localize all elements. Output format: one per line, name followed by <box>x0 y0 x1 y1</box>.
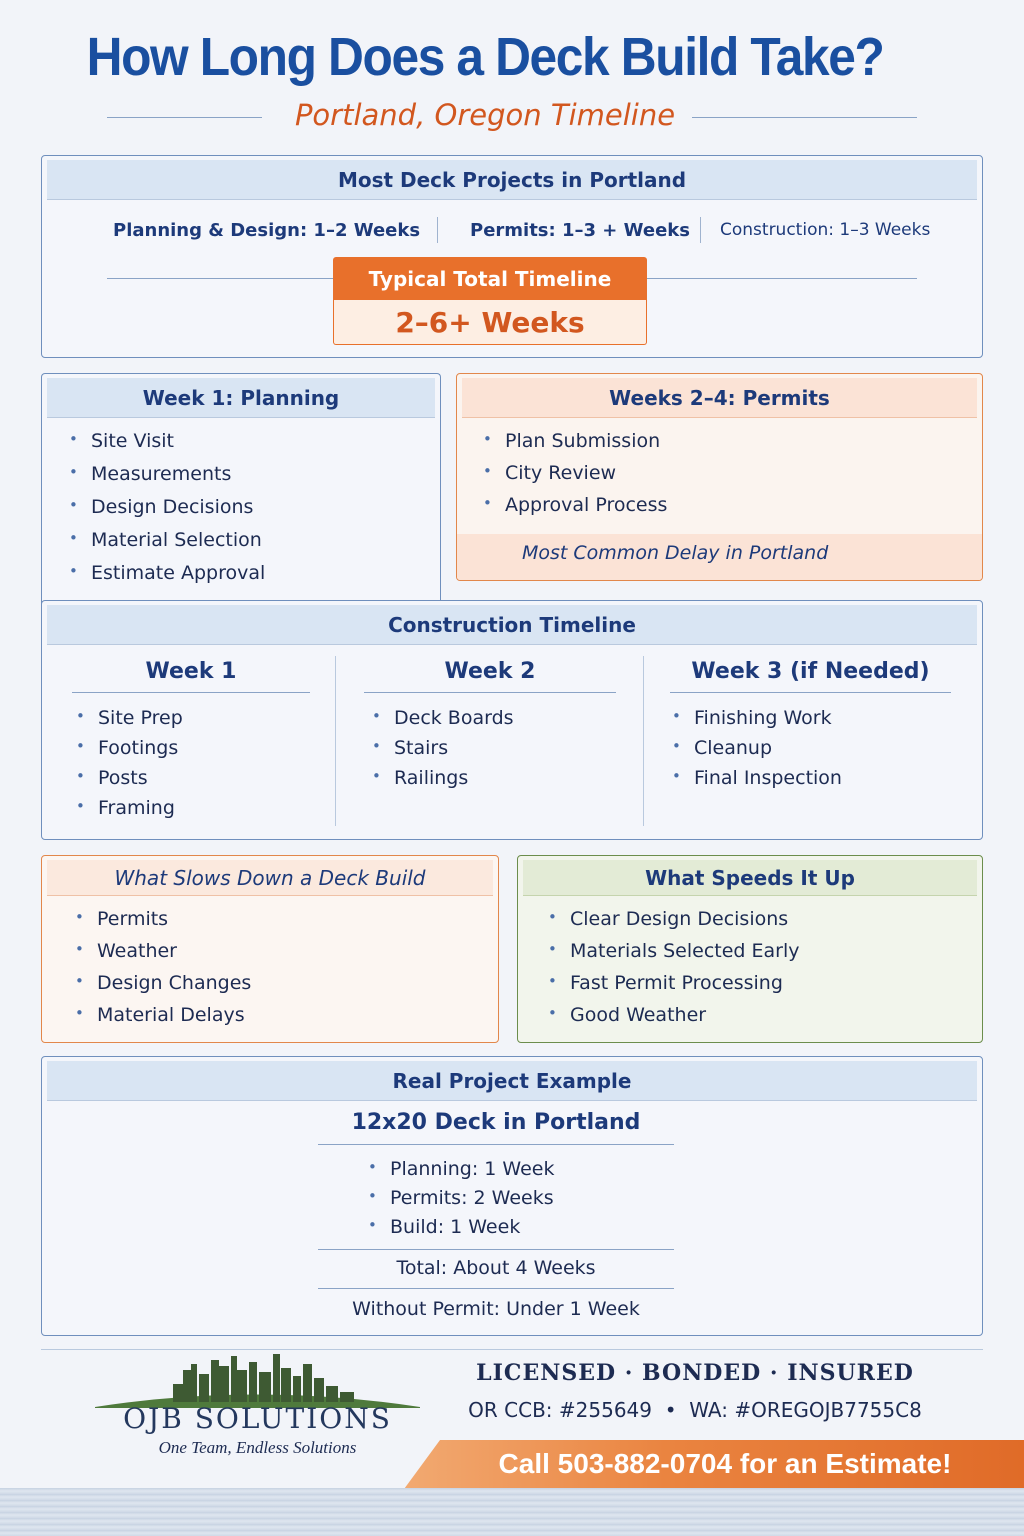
logo-backdrop <box>0 1440 440 1488</box>
list-item: Design Changes <box>73 972 251 994</box>
total-timeline-value: 2–6+ Weeks <box>333 300 647 345</box>
construction-week-2-list: Deck Boards Stairs Railings <box>370 707 514 789</box>
list-item: Materials Selected Early <box>546 940 800 962</box>
example-project-title: 12x20 Deck in Portland <box>351 1110 641 1135</box>
example-list: Planning: 1 Week Permits: 2 Weeks Build:… <box>366 1158 554 1238</box>
summary-heading: Most Deck Projects in Portland <box>47 160 977 200</box>
list-item: Good Weather <box>546 1004 800 1026</box>
list-item: Framing <box>74 797 183 819</box>
list-item: Site Visit <box>67 430 265 452</box>
list-item: Measurements <box>67 463 265 485</box>
planning-heading: Week 1: Planning <box>47 378 435 418</box>
list-item: Clear Design Decisions <box>546 908 800 930</box>
construction-week-1-list: Site Prep Footings Posts Framing <box>74 707 183 819</box>
list-item: Estimate Approval <box>67 562 265 584</box>
list-item: Posts <box>74 767 183 789</box>
construction-week-1-title: Week 1 <box>145 659 237 684</box>
list-item: Material Selection <box>67 529 265 551</box>
speeds-list: Clear Design Decisions Materials Selecte… <box>546 908 800 1026</box>
subtitle-rule-left <box>107 117 262 118</box>
list-item: Build: 1 Week <box>366 1216 554 1238</box>
subtitle-rule-right <box>692 117 917 118</box>
summary-permits: Permits: 1–3 + Weeks <box>470 220 690 241</box>
list-item: Finishing Work <box>670 707 842 729</box>
list-item: Plan Submission <box>481 430 667 452</box>
column-divider <box>643 656 644 826</box>
list-item: Planning: 1 Week <box>366 1158 554 1180</box>
list-item: Railings <box>370 767 514 789</box>
column-divider <box>335 656 336 826</box>
list-item: Material Delays <box>73 1004 251 1026</box>
week-1-rule <box>72 692 310 693</box>
example-rule <box>318 1249 674 1250</box>
list-item: Footings <box>74 737 183 759</box>
total-rule-left <box>107 278 333 279</box>
construction-heading: Construction Timeline <box>47 605 977 645</box>
total-rule-right <box>647 278 917 279</box>
page-title: How Long Does a Deck Build Take? <box>86 27 885 87</box>
footer-rule <box>41 1349 983 1350</box>
credentials: LICENSED · BONDED · INSURED <box>476 1360 914 1386</box>
city-skyline-logo <box>95 1354 420 1408</box>
list-item: Stairs <box>370 737 514 759</box>
example-total: Total: About 4 Weeks <box>396 1257 596 1279</box>
call-to-action[interactable]: Call 503-882-0704 for an Estimate! <box>498 1448 952 1479</box>
list-item: Cleanup <box>670 737 842 759</box>
list-item: Weather <box>73 940 251 962</box>
slows-list: Permits Weather Design Changes Material … <box>73 908 251 1026</box>
license-numbers: OR CCB: #255649 • WA: #OREGOJB7755C8 <box>468 1398 922 1422</box>
speeds-heading: What Speeds It Up <box>523 860 977 896</box>
list-item: Approval Process <box>481 494 667 516</box>
example-heading: Real Project Example <box>47 1061 977 1101</box>
slows-heading: What Slows Down a Deck Build <box>47 860 493 896</box>
week-2-rule <box>364 692 616 693</box>
list-item: Deck Boards <box>370 707 514 729</box>
construction-week-2-title: Week 2 <box>444 659 536 684</box>
permits-note-band <box>457 534 982 580</box>
permits-list: Plan Submission City Review Approval Pro… <box>481 430 667 516</box>
summary-divider <box>700 217 701 243</box>
water-strip <box>0 1488 1024 1536</box>
list-item: City Review <box>481 462 667 484</box>
total-timeline-label: Typical Total Timeline <box>333 257 647 301</box>
example-rule <box>318 1288 674 1289</box>
list-item: Fast Permit Processing <box>546 972 800 994</box>
company-name: OJB SOLUTIONS <box>123 1402 392 1435</box>
summary-divider <box>437 217 438 243</box>
company-tagline: One Team, Endless Solutions <box>158 1438 357 1457</box>
construction-week-3-list: Finishing Work Cleanup Final Inspection <box>670 707 842 789</box>
list-item: Permits <box>73 908 251 930</box>
week-3-rule <box>670 692 951 693</box>
page-subtitle: Portland, Oregon Timeline <box>294 98 676 132</box>
construction-week-3-title: Week 3 (if Needed) <box>691 659 930 684</box>
list-item: Design Decisions <box>67 496 265 518</box>
example-rule <box>318 1144 674 1145</box>
list-item: Final Inspection <box>670 767 842 789</box>
summary-planning: Planning & Design: 1–2 Weeks <box>113 220 421 241</box>
permits-heading: Weeks 2–4: Permits <box>462 378 977 418</box>
permits-delay-note: Most Common Delay in Portland <box>522 542 829 564</box>
list-item: Permits: 2 Weeks <box>366 1187 554 1209</box>
list-item: Site Prep <box>74 707 183 729</box>
summary-construction: Construction: 1–3 Weeks <box>720 220 931 240</box>
example-without-permit: Without Permit: Under 1 Week <box>352 1298 640 1320</box>
planning-list: Site Visit Measurements Design Decisions… <box>67 430 265 584</box>
